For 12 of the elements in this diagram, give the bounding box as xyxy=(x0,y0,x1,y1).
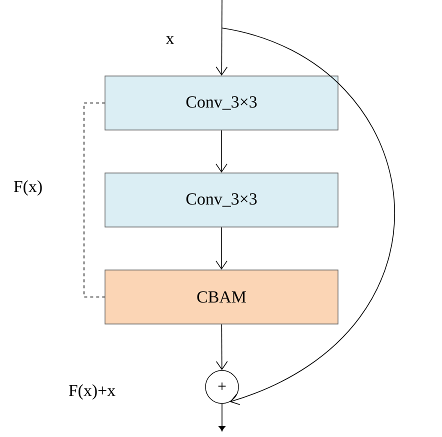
arrow xyxy=(216,226,228,270)
arrow xyxy=(216,130,228,173)
function-label: F(x) xyxy=(14,180,42,196)
output-label: F(x)+x xyxy=(68,384,116,400)
process-box: Conv_3×3 xyxy=(104,172,338,228)
arrow xyxy=(216,324,228,370)
input-label: x xyxy=(166,36,174,44)
process-box: Conv_3×3 xyxy=(104,76,338,130)
process-box: CBAM xyxy=(104,270,338,324)
input-arrow xyxy=(216,0,228,76)
skip-connection-arrow xyxy=(222,28,395,406)
output-arrow xyxy=(218,403,226,432)
